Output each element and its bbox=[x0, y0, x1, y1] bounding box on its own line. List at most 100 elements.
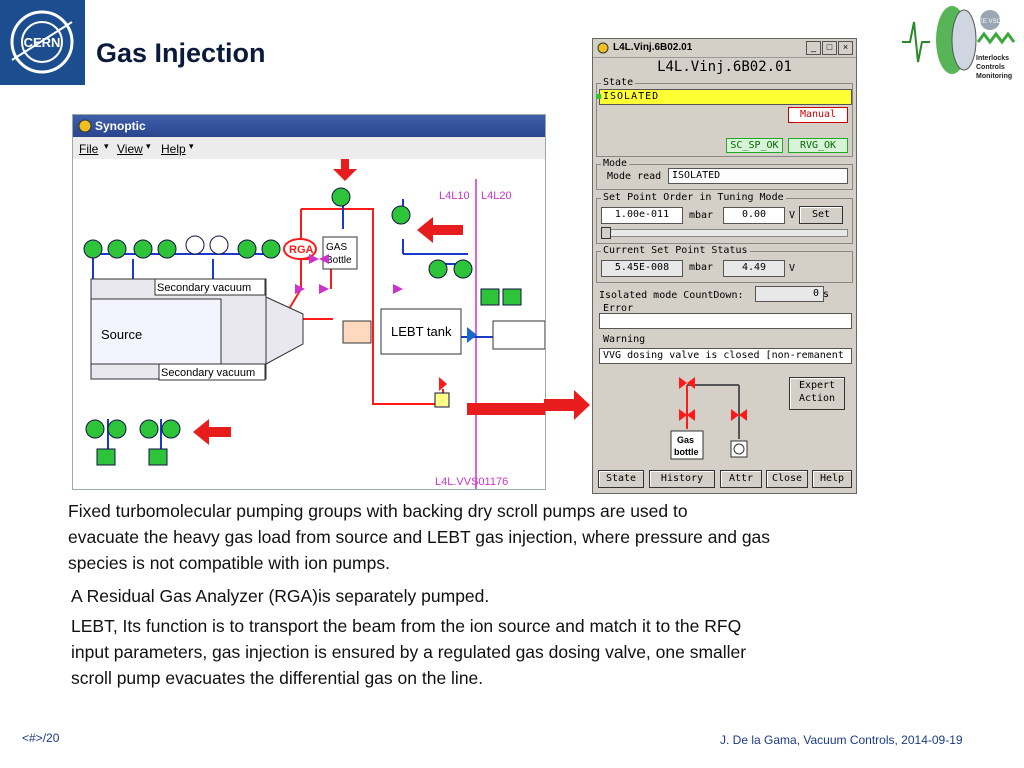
setpoint-slider-handle[interactable] bbox=[601, 227, 611, 239]
paragraph-lebt: LEBT, Its function is to transport the b… bbox=[71, 613, 746, 691]
pump-lebt-2[interactable] bbox=[453, 259, 473, 279]
expert-action-label-1: Expert bbox=[798, 380, 836, 391]
minimize-button[interactable]: _ bbox=[806, 41, 821, 55]
close-window-button[interactable]: × bbox=[838, 41, 853, 55]
expert-action-button[interactable]: Expert Action bbox=[789, 377, 845, 410]
lebt-tank[interactable] bbox=[380, 308, 462, 355]
pump-lebt-1[interactable] bbox=[428, 259, 448, 279]
mode-read-value: ISOLATED bbox=[668, 168, 848, 184]
manual-indicator: Manual bbox=[788, 107, 848, 123]
pump-bottom-5[interactable] bbox=[96, 448, 116, 466]
page-number: <#>/20 bbox=[22, 731, 60, 745]
paragraph-lebt-line-3: scroll pump evacuates the differential g… bbox=[71, 668, 484, 688]
status-group-label: Current Set Point Status bbox=[601, 245, 750, 256]
gas-bottle-label-1: GAS bbox=[326, 242, 347, 253]
secondary-vacuum-top bbox=[154, 278, 266, 296]
popup-title-bar: L4L.Vinj.6B02.01 _ □ × bbox=[593, 39, 856, 58]
slide-title: Gas Injection bbox=[96, 38, 266, 68]
rfq-segment bbox=[492, 320, 545, 350]
setpoint-slider[interactable] bbox=[601, 229, 848, 237]
state-indicator-icon bbox=[596, 94, 601, 99]
paragraph-rga: A Residual Gas Analyzer (RGA)is separate… bbox=[71, 586, 490, 606]
history-button[interactable]: History bbox=[649, 470, 715, 488]
countdown-value: 0 bbox=[755, 286, 824, 302]
svg-text:Gas: Gas bbox=[677, 435, 694, 445]
error-label: Error bbox=[601, 303, 636, 314]
state-value: ISOLATED bbox=[599, 89, 852, 105]
sector-label-l4l20: L4L20 bbox=[481, 190, 512, 202]
pump-bottom-4[interactable] bbox=[161, 419, 181, 439]
set-button[interactable]: Set bbox=[799, 206, 843, 224]
maximize-button[interactable]: □ bbox=[822, 41, 837, 55]
svg-text:Monitoring: Monitoring bbox=[976, 73, 1012, 80]
mode-group-label: Mode bbox=[601, 158, 630, 169]
popup-app-icon bbox=[597, 42, 609, 54]
popup-pointer-arrow bbox=[544, 390, 590, 420]
sector-label-l4l10: L4L10 bbox=[439, 190, 470, 202]
state-group bbox=[596, 83, 853, 157]
state-button[interactable]: State bbox=[598, 470, 644, 488]
paragraph-pumping: Fixed turbomolecular pumping groups with… bbox=[68, 498, 770, 576]
close-button[interactable]: Close bbox=[766, 470, 808, 488]
paragraph-pumping-line-1: Fixed turbomolecular pumping groups with… bbox=[68, 501, 688, 521]
sc-sp-ok-indicator: SC_SP_OK bbox=[726, 138, 783, 153]
lebt-tank-label: LEBT tank bbox=[391, 324, 452, 339]
setpoint-unit: mbar bbox=[689, 210, 714, 221]
status-unit: mbar bbox=[689, 262, 714, 273]
paragraph-pumping-line-2: evacuate the heavy gas load from source … bbox=[68, 527, 771, 547]
pump-top[interactable] bbox=[331, 187, 351, 207]
popup-heading: L4L.Vinj.6B02.01 bbox=[657, 59, 792, 75]
setpoint-voltage-input[interactable]: 0.00 bbox=[723, 207, 785, 224]
valve-mini-diagram: Gas bottle bbox=[670, 377, 748, 460]
status-voltage-unit: V bbox=[789, 263, 796, 274]
menu-help-arrow-icon: ▾ bbox=[189, 141, 194, 151]
pump-bottom-2[interactable] bbox=[107, 419, 127, 439]
gas-bottle-label-2: Bottle bbox=[326, 255, 352, 266]
setpoint-group-label: Set Point Order in Tuning Mode bbox=[601, 192, 786, 203]
ion-pump-2[interactable] bbox=[502, 288, 522, 306]
pump-row-top bbox=[83, 235, 281, 259]
extraction-cone bbox=[265, 296, 304, 365]
valve-group bbox=[295, 254, 477, 391]
mode-read-label: Mode read bbox=[607, 171, 662, 182]
valve-label-vvs01176: L4L.VVS01176 bbox=[435, 476, 508, 488]
valve-popup-window: L4L.Vinj.6B02.01 _ □ × L4L.Vinj.6B02.01 … bbox=[592, 38, 857, 494]
cern-logo: CERN bbox=[0, 0, 85, 85]
ion-pump-1[interactable] bbox=[480, 288, 500, 306]
warning-label: Warning bbox=[601, 334, 648, 345]
svg-text:CERN: CERN bbox=[24, 35, 61, 50]
secondary-vacuum-bottom bbox=[158, 363, 266, 381]
countdown-unit: s bbox=[823, 289, 830, 300]
error-field bbox=[599, 313, 852, 329]
interlocks-controls-monitoring-logo: TE VSC Interlocks Controls Monitoring bbox=[900, 2, 1020, 82]
paragraph-lebt-line-2: input parameters, gas injection is ensur… bbox=[71, 642, 747, 662]
rga-label: RGA bbox=[289, 244, 314, 256]
pump-rga[interactable] bbox=[391, 205, 411, 225]
secondary-vacuum-top-label: Secondary vacuum bbox=[157, 282, 251, 294]
svg-text:bottle: bottle bbox=[674, 447, 699, 457]
pump-bottom-3[interactable] bbox=[139, 419, 159, 439]
mode-group bbox=[596, 164, 853, 190]
source-label: Source bbox=[101, 327, 142, 342]
menu-view[interactable]: View bbox=[117, 142, 143, 156]
synoptic-title-bar: Synoptic bbox=[73, 115, 545, 137]
status-voltage-value: 4.49 bbox=[723, 260, 785, 277]
gas-injection-lines bbox=[282, 208, 444, 405]
synoptic-menubar: File ▾ View ▾ Help ▾ bbox=[73, 137, 545, 159]
setpoint-pressure-input[interactable]: 1.00e-011 bbox=[601, 207, 683, 224]
footer-credit: J. De la Gama, Vacuum Controls, 2014-09-… bbox=[720, 733, 963, 747]
rvg-ok-indicator: RVG_OK bbox=[788, 138, 848, 153]
pump-bottom-6[interactable] bbox=[148, 448, 168, 466]
rga-node[interactable] bbox=[283, 238, 317, 260]
warning-field: VVG dosing valve is closed [non-remanent bbox=[599, 348, 852, 364]
help-button[interactable]: Help bbox=[812, 470, 852, 488]
menu-help[interactable]: Help bbox=[161, 142, 186, 156]
synoptic-app-icon bbox=[78, 119, 92, 133]
secondary-vacuum-bottom-label: Secondary vacuum bbox=[161, 367, 255, 379]
menu-file[interactable]: File bbox=[79, 142, 99, 156]
pump-bottom-1[interactable] bbox=[85, 419, 105, 439]
source-box[interactable] bbox=[90, 298, 222, 365]
gauge-vvs[interactable] bbox=[434, 392, 450, 408]
attr-button[interactable]: Attr bbox=[720, 470, 762, 488]
menu-view-arrow-icon: ▾ bbox=[146, 141, 151, 151]
